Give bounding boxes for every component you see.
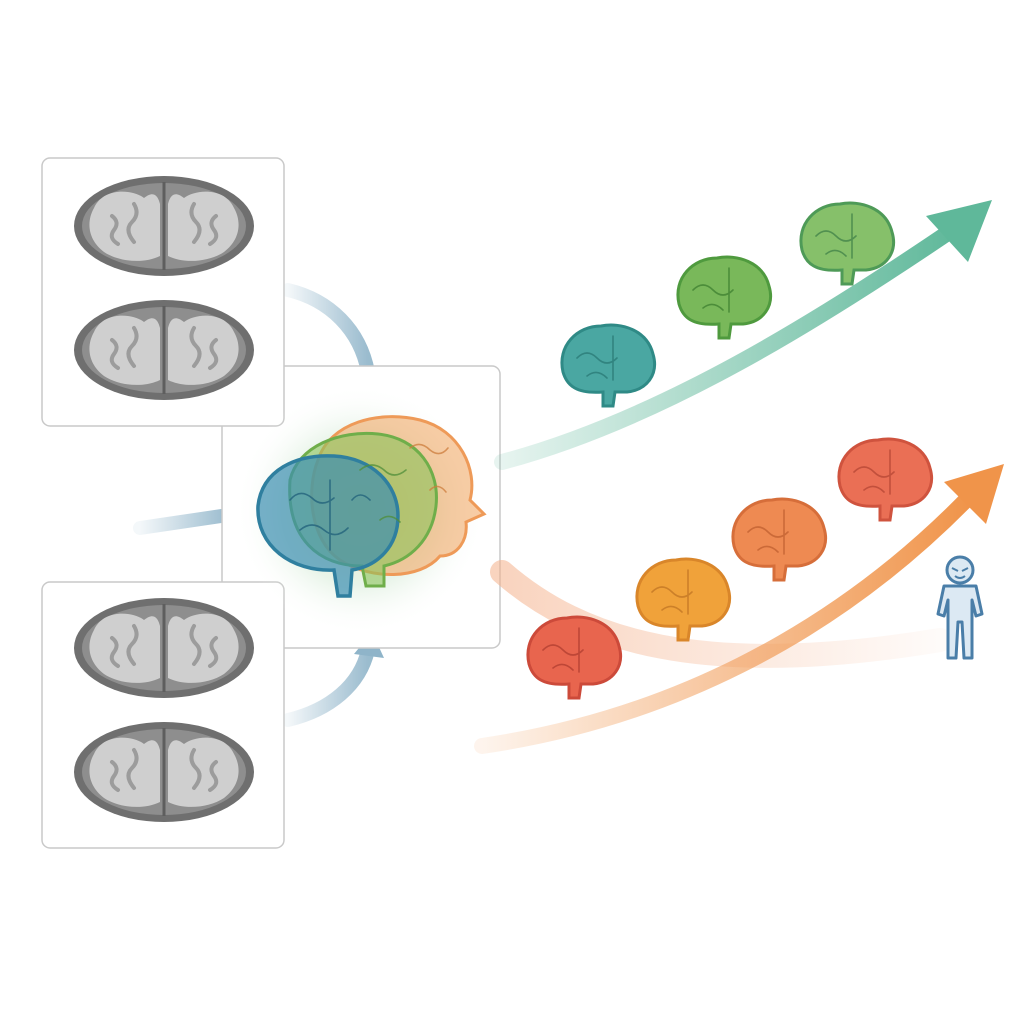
fused-brain-icon [235, 385, 487, 635]
brain-icon [731, 497, 828, 582]
brain-icon [799, 201, 896, 286]
mri-axial-slice-icon [72, 596, 256, 700]
brain-icon [560, 323, 657, 408]
mri-axial-slice-icon [72, 174, 256, 278]
good-trajectory-arrow [494, 218, 966, 470]
poor-trajectory-fade [490, 560, 952, 668]
poor-trajectory-arrowhead [944, 464, 1004, 524]
person-icon [936, 555, 984, 660]
flow-arrow-top [281, 283, 375, 379]
brain-icon [526, 615, 623, 700]
flow-arrow-left [133, 508, 235, 535]
mri-axial-slice-icon [72, 298, 256, 402]
brain-icon [676, 255, 773, 340]
brain-icon [837, 437, 934, 522]
poor-trajectory-arrow [474, 488, 978, 754]
good-trajectory-arrowhead [926, 200, 992, 262]
mri-axial-slice-icon [72, 720, 256, 824]
brain-icon [635, 557, 732, 642]
flow-arrow-bottom [281, 643, 375, 727]
